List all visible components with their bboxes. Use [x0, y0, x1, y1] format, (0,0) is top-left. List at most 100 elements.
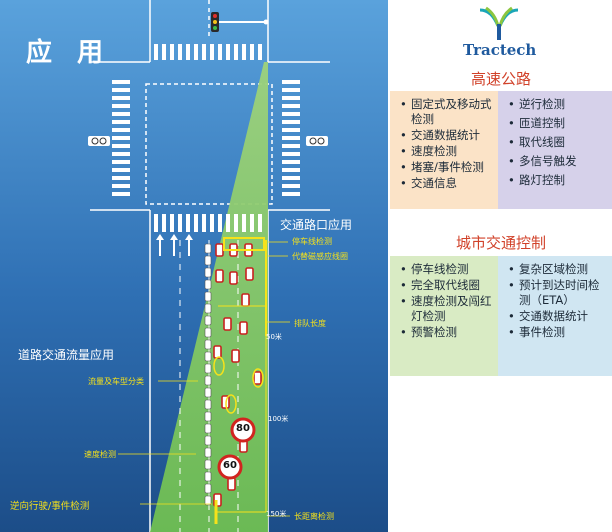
crosswalk-stripe [282, 104, 300, 108]
crosswalk-stripe [186, 214, 190, 232]
crosswalk-stripe [194, 44, 198, 60]
crosswalk-stripe [112, 88, 130, 92]
vehicle [204, 351, 212, 362]
crosswalk-stripe [234, 214, 238, 232]
crosswalk-stripe [210, 214, 214, 232]
vehicle [204, 279, 212, 290]
crosswalk-stripe [282, 176, 300, 180]
page-title: 应 用 [26, 38, 112, 68]
crosswalk-stripe [218, 214, 222, 232]
crosswalk-stripe [112, 80, 130, 84]
list-item: 事件检测 [508, 325, 608, 340]
crosswalk-stripe [282, 120, 300, 124]
list-item: 固定式及移动式检测 [400, 97, 494, 127]
crosswalk-stripe [112, 128, 130, 132]
list-item: 速度检测及闯红灯检测 [400, 294, 494, 324]
vehicle [204, 435, 212, 446]
vehicle [215, 269, 224, 283]
crosswalk-stripe [154, 214, 158, 232]
callout-speed: 速度检测 [84, 450, 116, 459]
vehicle [204, 315, 212, 326]
crosswalk-stripe [112, 104, 130, 108]
crosswalk-stripe [194, 214, 198, 232]
crosswalk-stripe [112, 120, 130, 124]
crosswalk-stripe [112, 136, 130, 140]
crosswalk-stripe [282, 128, 300, 132]
crosswalk-stripe [226, 214, 230, 232]
crosswalk-stripe [162, 44, 166, 60]
list-item: 匝道控制 [508, 116, 608, 131]
list-item: 交通信息 [400, 176, 494, 191]
speed-sign-60 [217, 454, 243, 480]
crosswalk-stripe [282, 136, 300, 140]
vehicle [204, 423, 212, 434]
vehicle [204, 495, 212, 506]
callout-long-distance: 长距离检测 [294, 512, 334, 521]
lane-arrows [156, 234, 193, 256]
distance-100: 100米 [268, 415, 289, 423]
crosswalk-stripe [282, 96, 300, 100]
crosswalk-stripe [112, 152, 130, 156]
list-item: 逆行检测 [508, 97, 608, 112]
vehicle [223, 317, 232, 331]
vehicle [204, 327, 212, 338]
crosswalk-stripe [282, 160, 300, 164]
callout-leaders [118, 241, 290, 517]
vehicle [204, 291, 212, 302]
distance-50: 50米 [266, 333, 282, 341]
speed-sign-60-label: 60 [223, 460, 237, 471]
vehicle [204, 387, 212, 398]
speed-sign-80 [230, 417, 256, 443]
highway-right-box: 逆行检测 匝道控制 取代线圈 多信号触发 路灯控制 [498, 91, 612, 209]
crosswalk-stripe [282, 168, 300, 172]
vehicle [231, 349, 240, 363]
list-item: 路灯控制 [508, 173, 608, 188]
vehicle [204, 303, 212, 314]
vehicle [204, 363, 212, 374]
detection-markings [213, 237, 267, 524]
list-item: 堵塞/事件检测 [400, 160, 494, 175]
crosswalk-stripe [242, 214, 246, 232]
crosswalk-stripe [258, 214, 262, 232]
crosswalk-stripe [112, 144, 130, 148]
crosswalk-stripe [112, 160, 130, 164]
distance-150: 150米 [266, 510, 287, 518]
city-right-box: 复杂区域检测 预计到达时间检测（ETA） 交通数据统计 事件检测 [498, 256, 612, 376]
list-item: 交通数据统计 [400, 128, 494, 143]
callout-loop-replace: 代替磁感应线圈 [292, 252, 348, 261]
list-item: 预计到达时间检测（ETA） [508, 278, 608, 308]
traffic-light-icon [211, 12, 269, 32]
crosswalk-stripe [282, 184, 300, 188]
callout-queue-length: 排队长度 [294, 319, 326, 328]
list-item: 完全取代线圈 [400, 278, 494, 293]
vehicle [204, 447, 212, 458]
camera-icon-left [88, 136, 110, 146]
camera-icon-right [306, 136, 328, 146]
crosswalk-stripe [282, 112, 300, 116]
city-right-list: 复杂区域检测 预计到达时间检测（ETA） 交通数据统计 事件检测 [508, 262, 608, 340]
vehicle [204, 267, 212, 278]
list-item: 多信号触发 [508, 154, 608, 169]
vehicle [241, 293, 250, 307]
crosswalk-stripe [282, 80, 300, 84]
vehicle [204, 375, 212, 386]
vehicle [204, 483, 212, 494]
crosswalk-stripe [112, 192, 130, 196]
crosswalk-stripe [154, 44, 158, 60]
crosswalk-stripe [112, 184, 130, 188]
crosswalk-stripe [112, 176, 130, 180]
vehicle-group [204, 243, 262, 507]
crosswalk-stripe [178, 44, 182, 60]
crosswalk-stripe [202, 214, 206, 232]
vehicle [229, 271, 238, 285]
crosswalk-stripe [186, 44, 190, 60]
crosswalk-stripe [218, 44, 222, 60]
crosswalk-stripe [250, 214, 254, 232]
vehicle [245, 267, 254, 281]
crosswalk-stripe [170, 214, 174, 232]
crosswalk-stripe [258, 44, 262, 60]
city-title: 城市交通控制 [455, 234, 546, 252]
highway-title: 高速公路 [470, 70, 531, 88]
city-left-list: 停车线检测 完全取代线圈 速度检测及闯红灯检测 预警检测 [400, 262, 494, 340]
vehicle [239, 321, 248, 335]
